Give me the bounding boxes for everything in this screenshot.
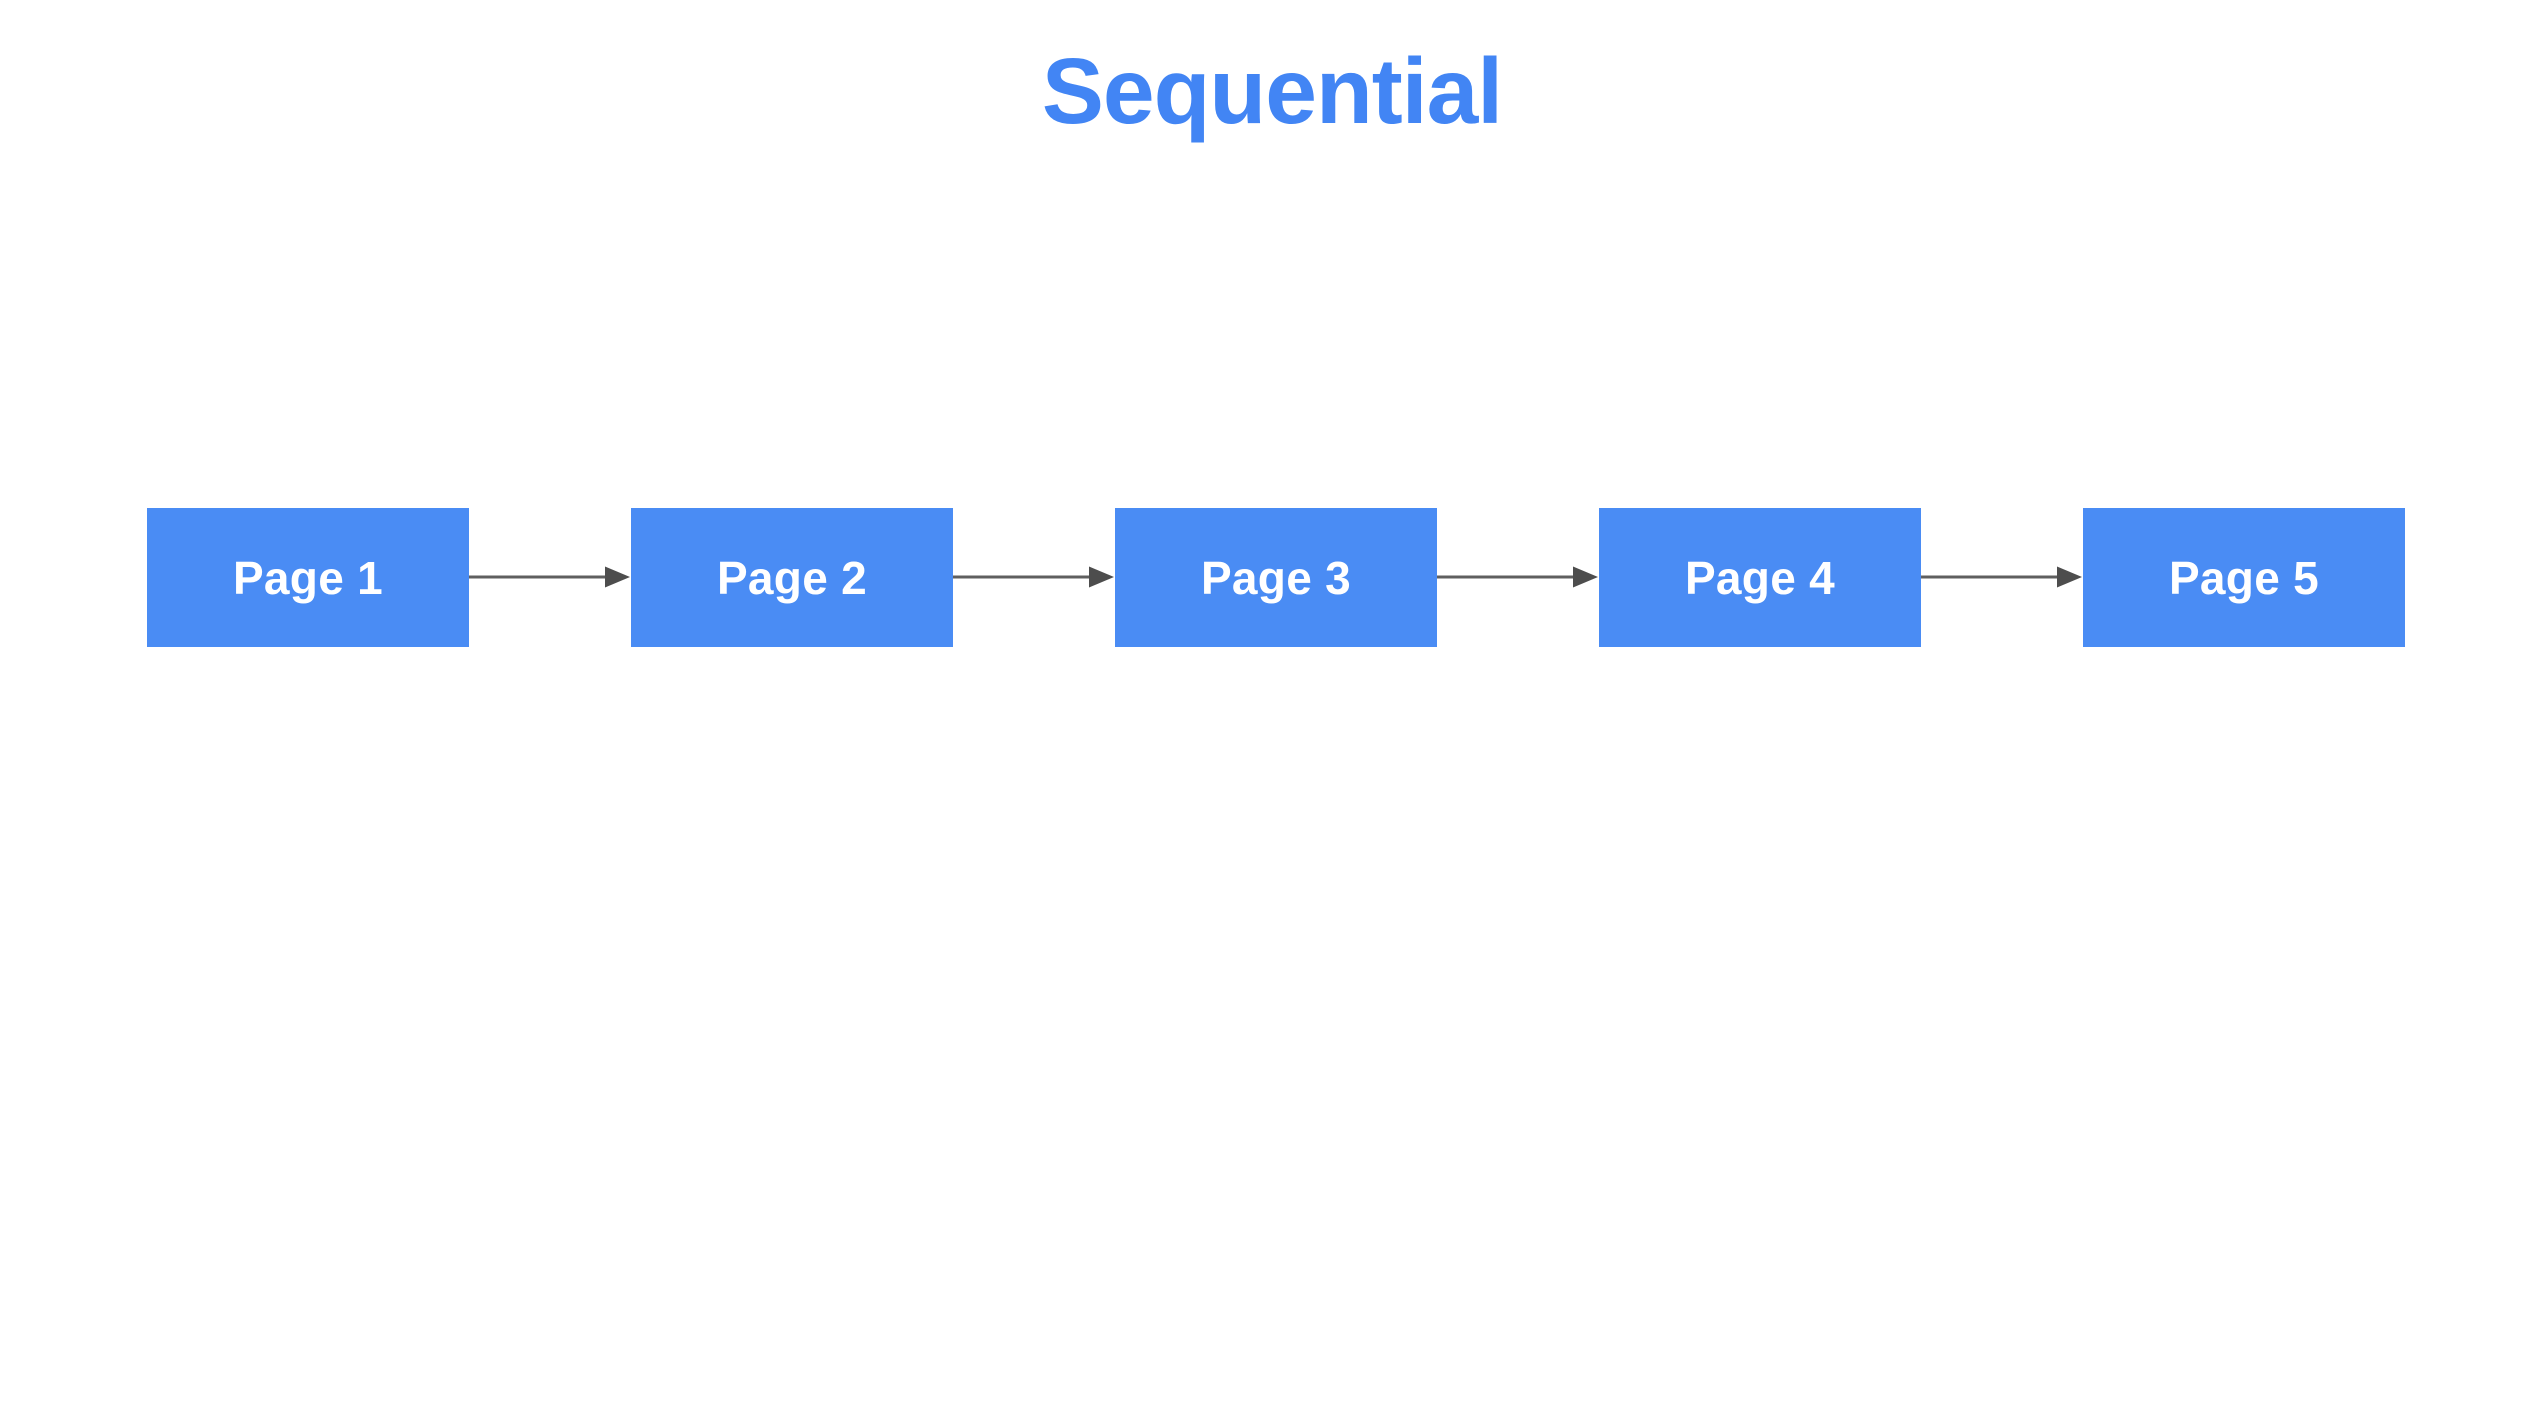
flow-node-page-2[interactable]: Page 2 — [631, 508, 953, 647]
page-title: Sequential — [1041, 39, 1503, 143]
flow-node-label: Page 1 — [232, 551, 384, 604]
flow-node-label: Page 5 — [2168, 551, 2320, 604]
arrow-icon-page-1-to-page-2 — [469, 566, 630, 587]
flow-node-page-5[interactable]: Page 5 — [2083, 508, 2405, 647]
flow-node-page-4[interactable]: Page 4 — [1599, 508, 1921, 647]
arrow-icon-page-2-to-page-3 — [953, 566, 1114, 587]
flow-node-label: Page 3 — [1200, 551, 1352, 604]
flow-node-label: Page 2 — [716, 551, 868, 604]
flow-node-page-1[interactable]: Page 1 — [147, 508, 469, 647]
flow-node-label: Page 4 — [1684, 551, 1836, 604]
arrow-icon-page-3-to-page-4 — [1437, 566, 1598, 587]
sequential-flow-diagram: Page 1 Page 2 Page 3 — [147, 508, 2405, 647]
flow-node-page-3[interactable]: Page 3 — [1115, 508, 1437, 647]
arrow-icon-page-4-to-page-5 — [1921, 566, 2082, 587]
